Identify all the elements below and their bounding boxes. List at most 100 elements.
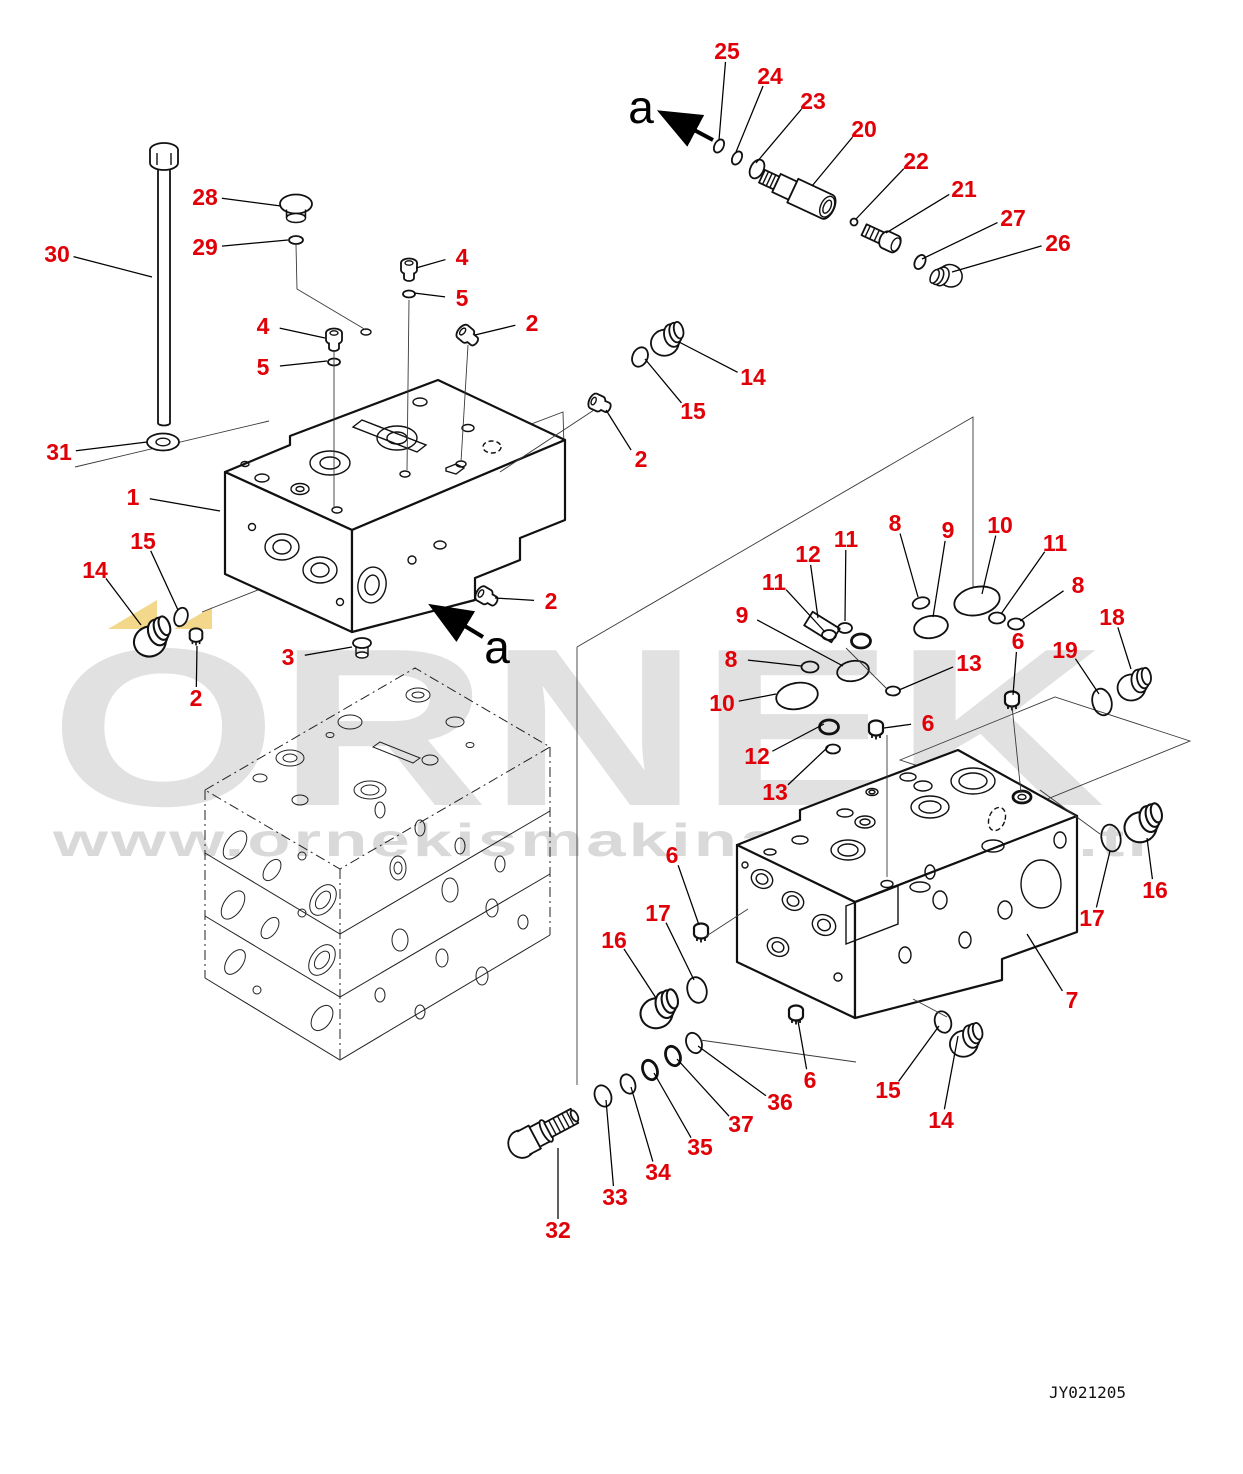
leader-18-43 (1117, 627, 1132, 670)
callout-4-14: 4 (456, 244, 469, 270)
leader-27-6 (921, 221, 998, 260)
leader-6-48 (677, 865, 700, 926)
callout-34-56: 34 (645, 1159, 671, 1185)
callout-23-2: 23 (800, 88, 826, 114)
leader-25-0 (718, 61, 727, 141)
leader-11-33 (785, 589, 826, 633)
callout-1-20: 1 (127, 484, 140, 510)
section-label-1: a (484, 621, 510, 673)
callout-7-46: 7 (1066, 987, 1079, 1013)
oring-9-a (913, 614, 949, 640)
drawing-number: JY021205 (1049, 1383, 1126, 1402)
leader-26-7 (951, 245, 1042, 273)
leader-30-10 (73, 255, 153, 278)
leader-6-41 (883, 723, 912, 729)
plug-4-right (400, 257, 418, 282)
section-arrow-0 (656, 110, 714, 147)
callout-14-17: 14 (740, 364, 766, 390)
callout-19-42: 19 (1052, 637, 1078, 663)
oring-33 (593, 1084, 613, 1108)
callout-6-40: 6 (1012, 628, 1025, 654)
callout-32-58: 32 (545, 1217, 571, 1243)
oring-15-left (173, 606, 189, 628)
leader-5-15 (413, 292, 446, 298)
leader-23-2 (755, 108, 802, 164)
leader-2-24 (195, 645, 198, 688)
oring-17-left (686, 976, 708, 1004)
ring-37 (664, 1044, 682, 1068)
callout-6-47: 6 (804, 1067, 817, 1093)
annotations-layer: aa (428, 81, 714, 673)
callout-15-22: 15 (130, 528, 156, 554)
callout-15-18: 15 (680, 398, 706, 424)
leader-9-34 (756, 619, 844, 667)
parts (127, 138, 1169, 1159)
callout-10-28: 10 (987, 512, 1013, 538)
callout-13-39: 13 (956, 650, 982, 676)
callout-6-48: 6 (666, 842, 679, 868)
valve-body-1 (223, 328, 567, 634)
leader-15-18 (644, 358, 682, 404)
callout-16-50: 16 (601, 927, 627, 953)
section-label-0: a (628, 81, 654, 133)
callout-36-53: 36 (767, 1089, 793, 1115)
leader-28-8 (221, 197, 282, 207)
oring-15-upper (631, 346, 649, 368)
callout-20-3: 20 (851, 116, 877, 142)
leader-13-38 (787, 746, 829, 786)
callout-14-23: 14 (82, 557, 108, 583)
callout-15-51: 15 (875, 1077, 901, 1103)
leader-13-39 (898, 666, 954, 691)
callout-6-41: 6 (922, 710, 935, 736)
leader-16-50 (623, 948, 657, 999)
oring-8-b (1007, 617, 1025, 631)
callout-28-8: 28 (192, 184, 218, 210)
callout-24-1: 24 (757, 63, 783, 89)
leader-4-12 (279, 327, 326, 339)
oring-29 (288, 235, 304, 245)
callout-2-24: 2 (190, 685, 203, 711)
leader-36-53 (697, 1045, 767, 1097)
callout-31-11: 31 (46, 439, 72, 465)
valve-body-7 (735, 748, 1079, 1020)
oring-24 (730, 150, 744, 166)
callout-11-33: 11 (762, 569, 787, 595)
leader-21-5 (885, 193, 950, 234)
oring-9-b (836, 659, 870, 683)
leader-12-32 (810, 564, 819, 619)
leader-8-26 (899, 533, 919, 598)
oring-34 (619, 1073, 637, 1095)
callout-5-15: 5 (456, 285, 469, 311)
assembly-trace-lines (295, 244, 1101, 1063)
callout-11-29: 11 (1043, 530, 1068, 556)
callout-5-13: 5 (257, 354, 270, 380)
leader-6-47 (797, 1020, 808, 1070)
leader-24-1 (735, 85, 764, 153)
callout-21-5: 21 (951, 176, 977, 202)
leader-11-31 (844, 549, 847, 622)
leader-37-54 (676, 1058, 730, 1117)
leader-29-9 (221, 239, 289, 247)
ring-35 (641, 1058, 659, 1082)
oring-5-right (402, 289, 416, 299)
callout-2-16: 2 (526, 310, 539, 336)
leader-6-40 (1012, 651, 1018, 696)
leader-17-49 (665, 922, 695, 981)
oring-11-a (988, 611, 1006, 625)
callout-12-32: 12 (795, 541, 821, 567)
callout-35-55: 35 (687, 1134, 713, 1160)
leader-2-16 (474, 324, 516, 336)
leader-1-20 (149, 498, 221, 512)
bolt-6-c (692, 922, 710, 944)
callout-13-38: 13 (762, 779, 788, 805)
callout-8-35: 8 (725, 646, 738, 672)
leader-33-57 (605, 1099, 615, 1187)
leader-2-19 (605, 409, 632, 451)
oring-11-c (821, 629, 837, 641)
plug-26 (927, 257, 967, 295)
ring-12-a (850, 632, 872, 650)
callout-22-4: 22 (903, 148, 929, 174)
callout-12-37: 12 (744, 743, 770, 769)
callout-8-30: 8 (1072, 572, 1085, 598)
leader-2-21 (494, 597, 535, 602)
